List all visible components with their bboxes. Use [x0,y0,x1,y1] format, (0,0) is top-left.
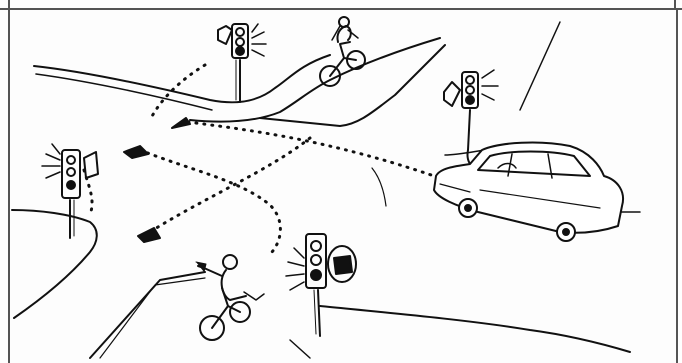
traffic-signal-icon [444,70,498,170]
traffic-signal-icon [42,144,98,238]
right-border [676,10,682,363]
left-border [0,10,10,363]
border-tick [674,0,676,10]
traffic-signal-icon [286,234,326,336]
traffic-signal-icon [218,24,266,102]
arrow-icon [124,118,190,242]
top-border [0,0,682,10]
bicycle-icon [320,17,365,86]
car-icon [434,143,623,241]
dotted-paths [84,65,440,252]
border-tick [8,0,10,10]
pedestrian-sign-icon [328,246,356,282]
bicycle-icon [196,255,264,340]
